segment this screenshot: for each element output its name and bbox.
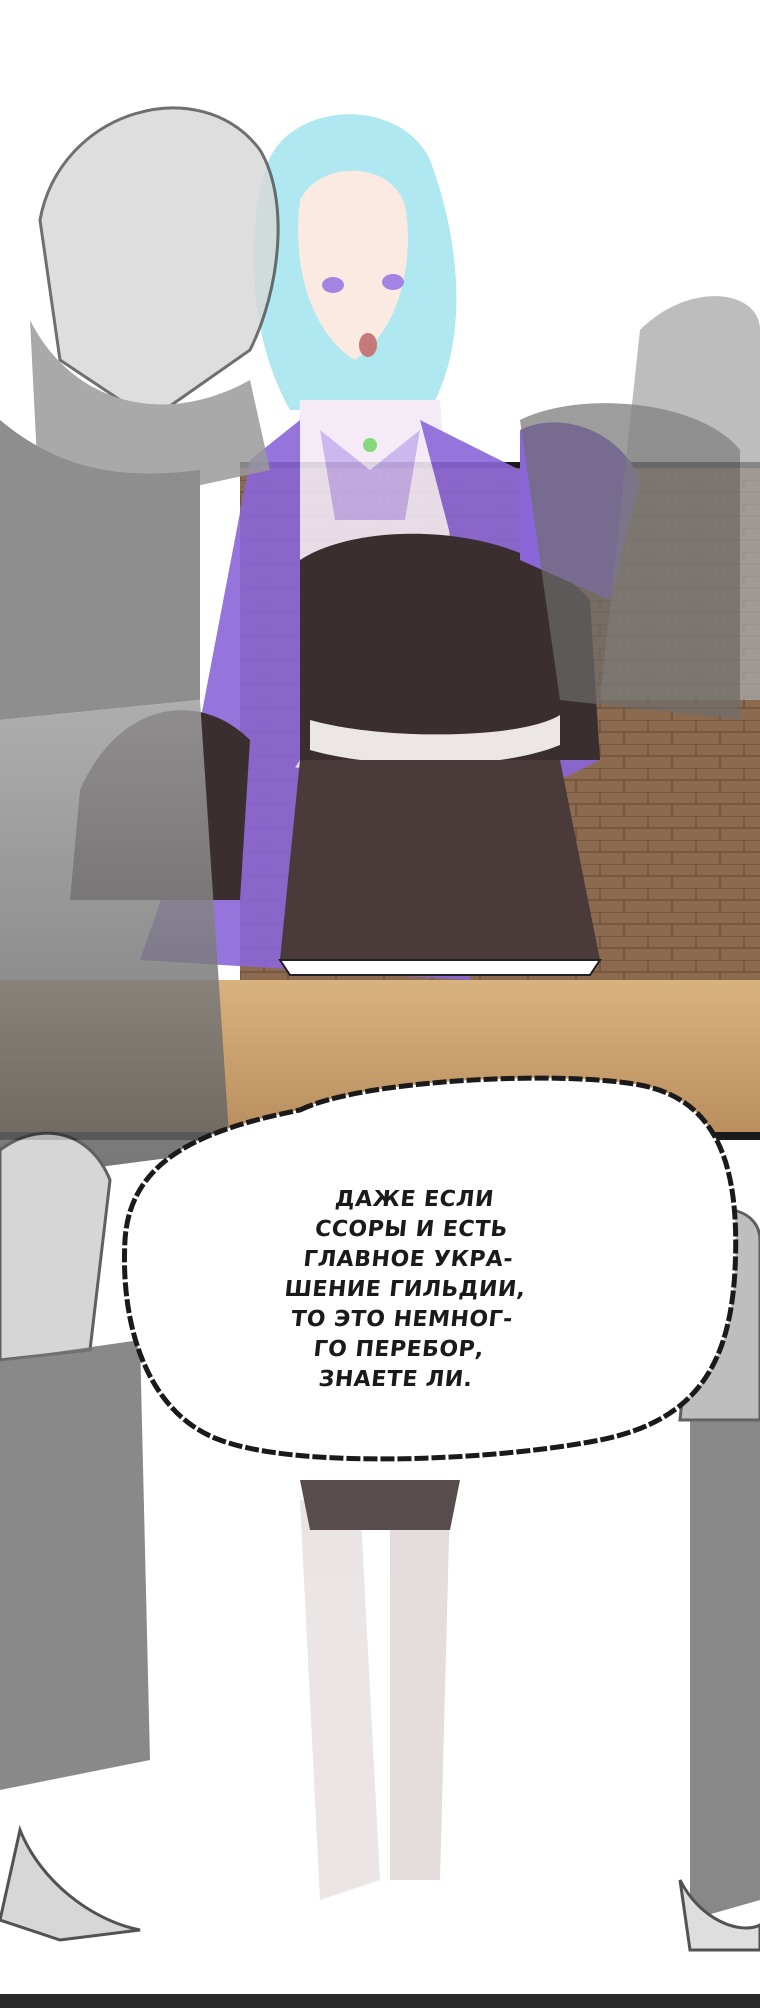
legs (300, 1480, 460, 1900)
bubble-line: ТО ЭТО НЕМНОГ- (289, 1307, 514, 1332)
bubble-line: ГЛАВНОЕ УКРА- (302, 1247, 515, 1272)
bubble-line: ШЕНИЕ ГИЛЬДИИ, (283, 1277, 527, 1302)
bubble-line: ДАЖЕ ЕСЛИ (333, 1187, 496, 1212)
bubble-line: ССОРЫ И ЕСТЬ (313, 1217, 509, 1242)
bubble-line: ЗНАЕТЕ ЛИ. (317, 1367, 474, 1392)
bottom-strip (0, 1994, 760, 2008)
speech-bubble (121, 1075, 739, 1462)
bubble-line: ГО ПЕРЕБОР, (312, 1337, 486, 1362)
speech-bubble-text: ДАЖЕ ЕСЛИ ССОРЫ И ЕСТЬ ГЛАВНОЕ УКРА- ШЕН… (199, 1185, 611, 1395)
